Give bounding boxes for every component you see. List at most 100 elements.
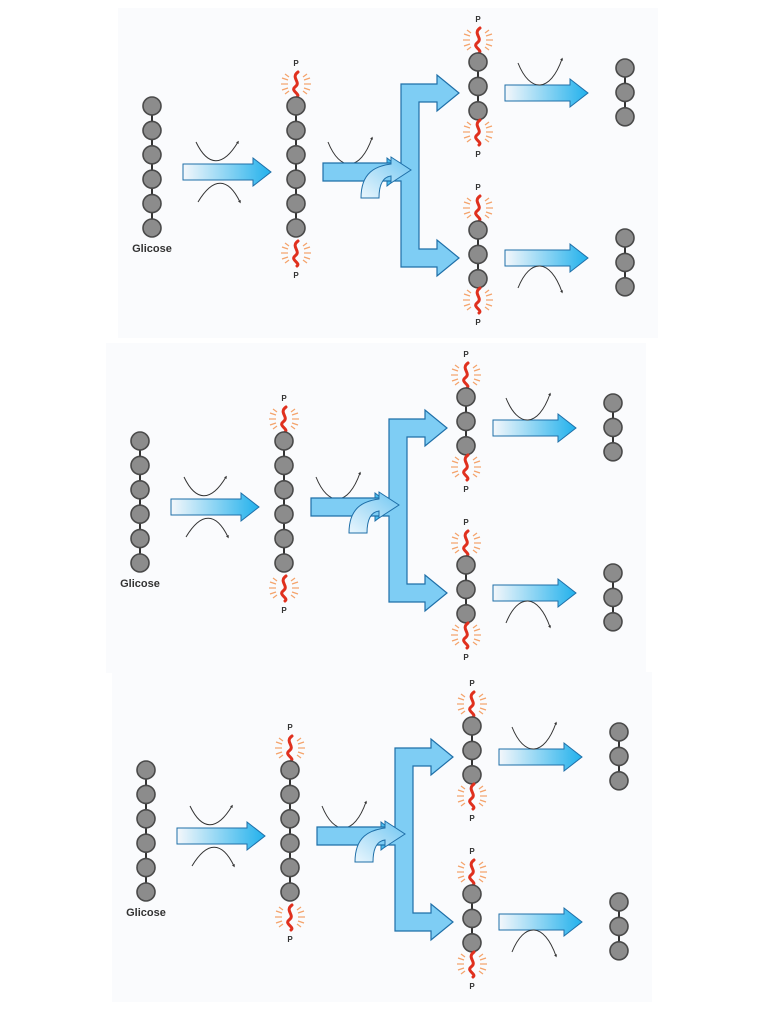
- phosphate-ray: [457, 865, 465, 869]
- arrow-step-3-bottom: [504, 242, 589, 274]
- arrow-step-3-top: [498, 741, 583, 773]
- phosphate-ray: [457, 875, 465, 879]
- phosphate-label: P: [281, 606, 287, 615]
- phosphate-ray: [484, 214, 490, 219]
- phosphate-label: P: [463, 485, 469, 494]
- phosphate-bond: [468, 950, 476, 979]
- curved-input-arrow: [354, 820, 406, 863]
- phosphate-ray: [451, 460, 459, 464]
- triose-chain-top: [468, 52, 488, 121]
- phosphate-bond: [286, 903, 294, 932]
- phosphate-ray: [291, 422, 299, 426]
- phosphate-ray: [303, 246, 311, 250]
- carbon-bead: [603, 587, 623, 608]
- carbon-bead: [603, 417, 623, 438]
- phosphate-ray: [484, 121, 490, 126]
- phosphate-ray: [451, 546, 459, 550]
- phosphate-ray: [473, 368, 481, 372]
- phosphate-bond: [468, 690, 476, 719]
- phosphate-ray: [479, 957, 487, 961]
- reaction-curve: [511, 721, 557, 750]
- carbon-bead: [456, 579, 476, 600]
- phosphate-ray: [281, 87, 289, 91]
- phosphate-ray: [473, 378, 481, 382]
- carbon-bead: [130, 528, 150, 549]
- carbon-bead: [468, 52, 488, 72]
- phosphate-ray: [472, 473, 478, 478]
- phosphate-group: P: [275, 723, 305, 763]
- triose-chain-bottom: [462, 884, 482, 953]
- phosphate-ray: [472, 549, 478, 554]
- reaction-curve: [511, 929, 557, 958]
- carbon-bead: [136, 809, 156, 829]
- carbon-bead: [609, 746, 629, 767]
- arrow-step-3-top: [492, 412, 577, 444]
- carbon-bead: [462, 908, 482, 929]
- carbon-bead: [456, 555, 476, 575]
- phosphate-bond: [292, 239, 300, 268]
- phosphate-bond: [474, 26, 482, 55]
- phosphate-ray: [454, 624, 460, 629]
- glucose-label: Glicose: [132, 243, 172, 255]
- phosphate-label: P: [469, 814, 475, 823]
- arrow-step-3-bottom: [492, 577, 577, 609]
- reaction-curve-bottom: [191, 846, 235, 868]
- phosphate-ray: [484, 306, 490, 311]
- carbon-bead: [274, 504, 294, 524]
- phosphate-ray: [485, 211, 493, 215]
- phosphate-label: P: [287, 935, 293, 944]
- phosphate-ray: [478, 878, 484, 883]
- carbon-bead: [286, 96, 306, 116]
- triose-chain-top: [462, 716, 482, 785]
- carbon-bead: [280, 882, 300, 902]
- phosphate-ray: [485, 293, 493, 297]
- phosphate-ray: [478, 861, 484, 866]
- phosphate-label: P: [287, 723, 293, 732]
- carbon-bead: [280, 784, 300, 805]
- phosphate-group: P: [281, 59, 311, 99]
- phosphate-ray: [451, 470, 459, 474]
- phosphate-ray: [484, 197, 490, 202]
- phosphate-ray: [478, 970, 484, 975]
- phosphate-ray: [484, 289, 490, 294]
- phosphate-ray: [466, 138, 472, 143]
- reaction-curve-bottom: [197, 182, 241, 204]
- phosphate-label: P: [469, 679, 475, 688]
- phosphate-ray: [484, 138, 490, 143]
- phosphate-group: P: [463, 286, 493, 327]
- carbon-bead: [609, 722, 629, 742]
- phosphate-bond: [474, 194, 482, 223]
- phosphate-ray: [460, 970, 466, 975]
- phosphate-ray: [454, 549, 460, 554]
- phosphate-ray: [269, 581, 277, 585]
- phosphate-ray: [296, 923, 302, 928]
- phosphate-ray: [478, 953, 484, 958]
- carbon-bead: [609, 916, 629, 937]
- phosphate-group: P: [463, 15, 493, 55]
- carbon-bead: [130, 553, 150, 573]
- phosphate-group: P: [463, 118, 493, 159]
- phosphate-label: P: [463, 518, 469, 527]
- phosphate-group: P: [457, 679, 487, 719]
- carbon-bead: [462, 716, 482, 736]
- phosphate-bond: [468, 782, 476, 811]
- phosphate-ray: [463, 135, 471, 139]
- carbon-bead: [286, 218, 306, 238]
- phosphate-label: P: [463, 653, 469, 662]
- carbon-bead: [286, 120, 306, 141]
- phosphate-ray: [296, 906, 302, 911]
- phosphate-ray: [473, 638, 481, 642]
- phosphate-ray: [275, 920, 283, 924]
- carbon-bead: [136, 760, 156, 780]
- phosphate-bond: [468, 858, 476, 887]
- phosphate-ray: [451, 638, 459, 642]
- carbon-bead: [468, 101, 488, 121]
- carbon-bead: [274, 553, 294, 573]
- hexose-chain: [280, 760, 300, 902]
- phosphate-ray: [454, 532, 460, 537]
- carbon-bead: [280, 760, 300, 780]
- phosphate-bond: [474, 118, 482, 147]
